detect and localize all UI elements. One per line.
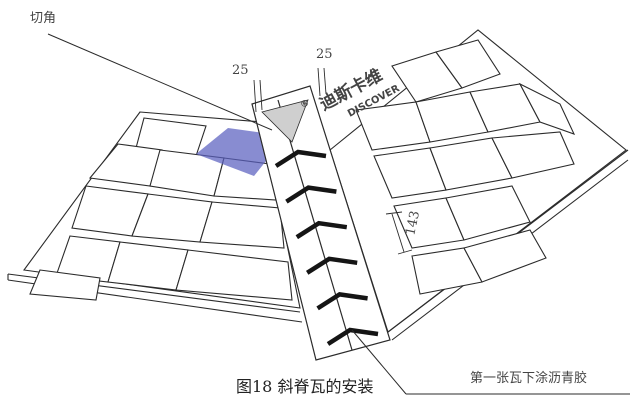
shingle-field-right [329,29,629,341]
ridge-chevron [285,185,337,204]
ridge-chevron [274,149,327,168]
row-spacing-label: 143 [403,209,423,236]
ridge-chevron [295,220,348,240]
shingle-tab [463,229,547,283]
shingle-tab [518,82,576,135]
dimension-marks [253,67,413,255]
dim-right-tick [317,67,321,97]
cut-corner-triangle [261,99,309,143]
dim-row-tick [397,249,413,255]
watermark-registered-mark: ® [299,98,312,111]
dim-row-line [391,213,405,253]
first-tile-leader [351,329,407,395]
cut-corner-label: 切角 [30,11,56,26]
dim-right-tick [323,67,327,95]
shingle-tab [107,241,189,291]
dim-left-tick [259,79,263,111]
dim-left-tick [253,79,257,113]
shingle-tab [445,185,531,241]
figure-caption: 图18 斜脊瓦的安装 [236,377,373,396]
shingle-tab [491,131,575,179]
ridge-chevron [316,292,368,311]
shingle-tab [199,201,285,249]
cut-corner-leader [47,33,273,131]
shingle-tab [29,269,101,301]
dimension-right-label: 25 [316,47,333,62]
shingle-tab [175,249,293,301]
shingle-tab [435,39,501,89]
ridge-chevron [326,327,379,346]
ridge-chevron [305,256,358,275]
ridge-chevron-group [274,149,379,346]
dim-row-tick [385,211,403,215]
first-tile-note: 第一张瓦下涂沥青胶 [470,370,587,386]
shingle-field-left [7,111,303,323]
dimension-left-label: 25 [232,63,249,78]
